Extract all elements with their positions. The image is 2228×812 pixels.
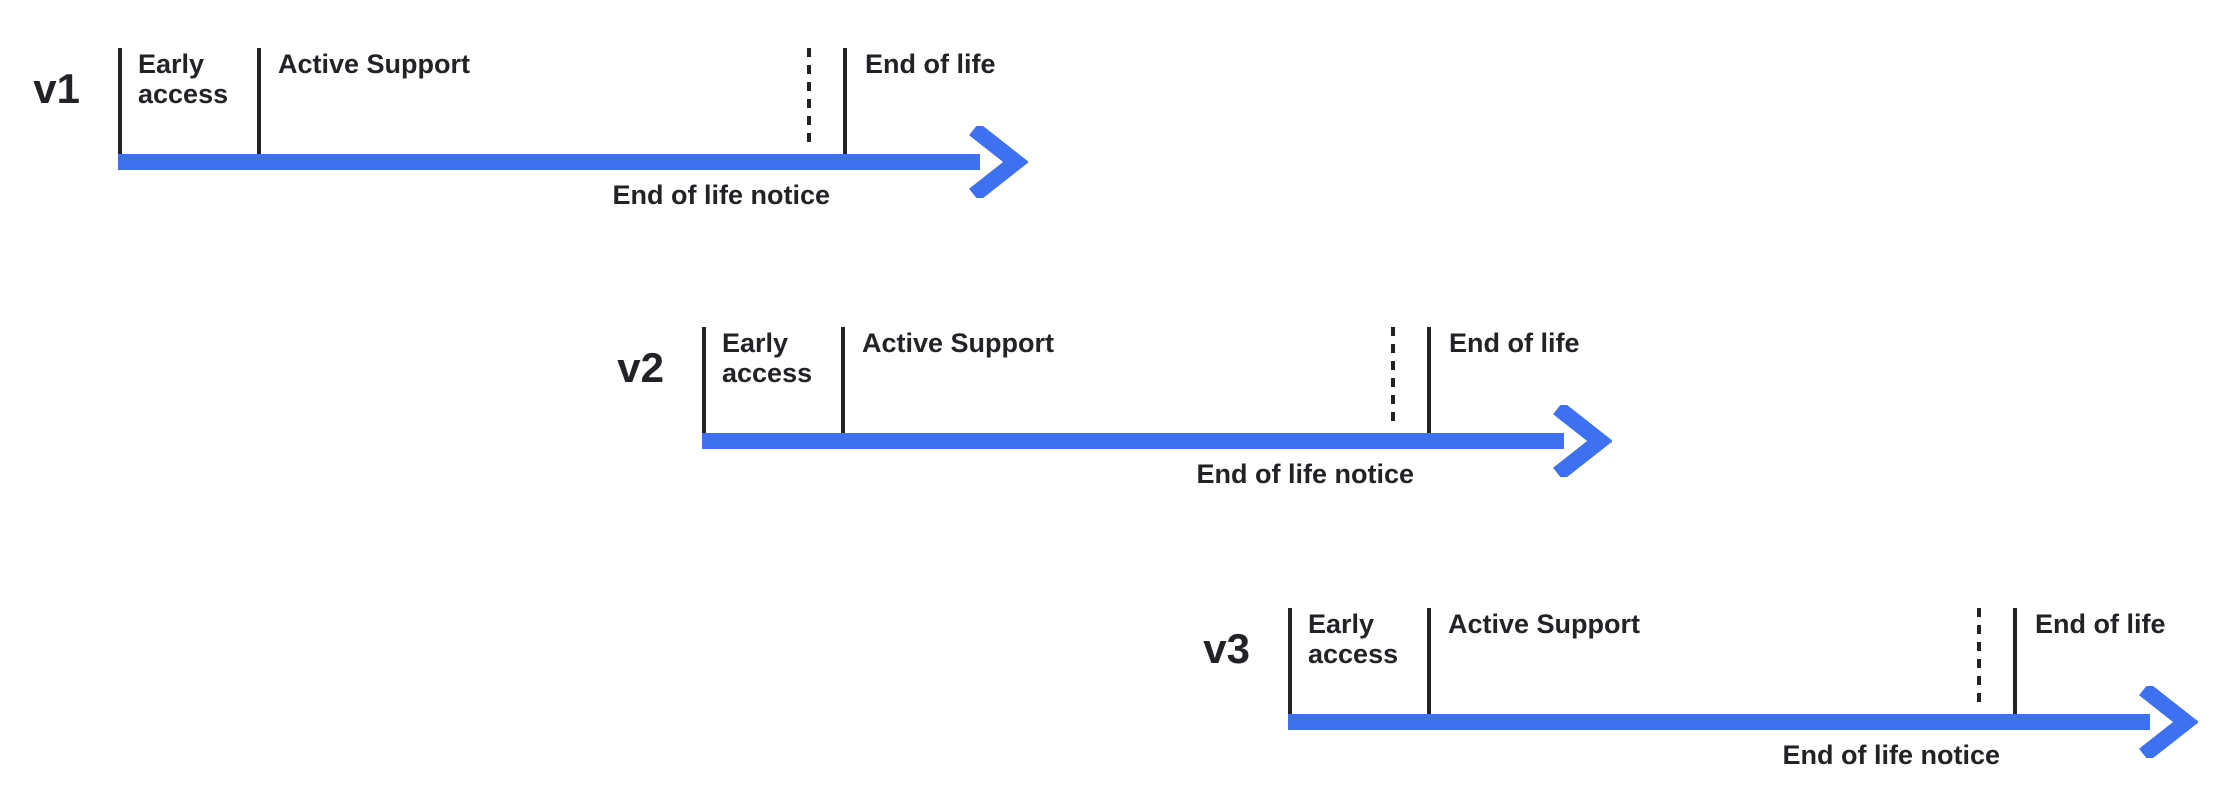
timeline-v1: v1 Early access Active Support End of li… <box>33 48 1058 223</box>
early-access-label: Early access <box>1308 609 1399 669</box>
active-support-start-tick <box>841 327 845 433</box>
active-support-start-tick <box>257 48 261 154</box>
end-of-life-tick <box>1427 327 1431 433</box>
version-label-v2: v2 <box>617 344 664 391</box>
early-access-label: Early access <box>138 49 229 109</box>
timeline-v3: v3 Early access Active Support End of li… <box>1203 608 2228 783</box>
early-access-start-tick <box>1288 608 1292 714</box>
end-of-life-label: End of life <box>865 49 996 79</box>
early-access-start-tick <box>702 327 706 433</box>
early-access-start-tick <box>118 48 122 154</box>
active-support-start-tick <box>1427 608 1431 714</box>
active-support-label: Active Support <box>1448 609 1641 639</box>
version-label-v1: v1 <box>33 65 80 112</box>
active-support-label: Active Support <box>862 328 1055 358</box>
end-of-life-notice-marker <box>1391 327 1395 428</box>
timeline-arrow-icon <box>702 405 1612 477</box>
early-access-label: Early access <box>722 328 813 388</box>
timeline-v2: v2 Early access Active Support End of li… <box>617 327 1642 502</box>
end-of-life-notice-marker <box>1977 608 1981 709</box>
end-of-life-label: End of life <box>2035 609 2166 639</box>
end-of-life-tick <box>843 48 847 154</box>
timeline-arrow-icon <box>1288 686 2198 758</box>
timeline-arrow-icon <box>118 126 1028 198</box>
active-support-label: Active Support <box>278 49 471 79</box>
end-of-life-tick <box>2013 608 2017 714</box>
end-of-life-notice-label: End of life notice <box>1196 459 1414 489</box>
end-of-life-notice-marker <box>807 48 811 149</box>
version-label-v3: v3 <box>1203 625 1250 672</box>
end-of-life-notice-label: End of life notice <box>612 180 830 210</box>
end-of-life-notice-label: End of life notice <box>1782 740 2000 770</box>
end-of-life-label: End of life <box>1449 328 1580 358</box>
